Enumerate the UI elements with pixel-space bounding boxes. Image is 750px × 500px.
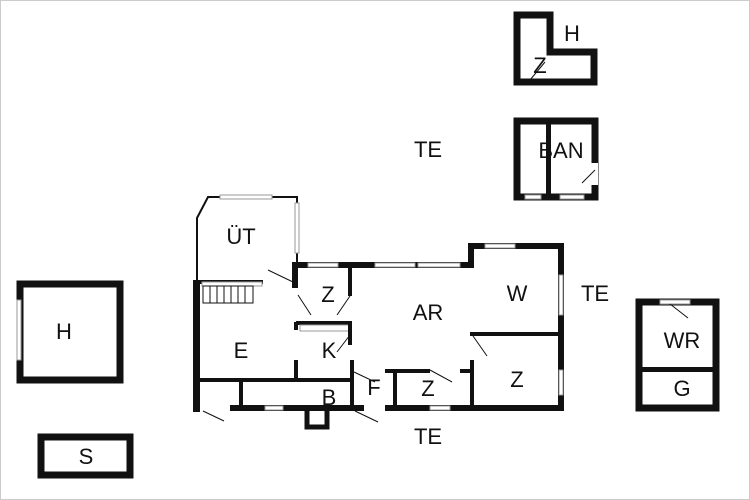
label-ut: ÜT xyxy=(226,224,255,249)
label-z-top: Z xyxy=(533,53,546,78)
label-z-hall: Z xyxy=(321,282,334,307)
stairs xyxy=(202,285,254,304)
label-z-right: Z xyxy=(510,367,523,392)
label-h-top: H xyxy=(564,21,580,46)
building-h-left xyxy=(16,280,124,384)
label-te-top: TE xyxy=(414,137,442,162)
label-ban: BAN xyxy=(538,138,583,163)
label-te-bottom: TE xyxy=(414,424,442,449)
label-s: S xyxy=(79,444,94,469)
label-te-right: TE xyxy=(581,281,609,306)
building-s xyxy=(37,433,134,479)
main-building xyxy=(193,194,564,430)
label-k: K xyxy=(322,338,337,363)
building-ban xyxy=(513,117,599,201)
building-wr-g xyxy=(635,298,720,412)
label-z-small: Z xyxy=(421,376,434,401)
label-g: G xyxy=(673,376,690,401)
label-e: E xyxy=(234,338,249,363)
label-w: W xyxy=(507,281,528,306)
label-ar: AR xyxy=(413,300,444,325)
label-f: F xyxy=(367,375,380,400)
building-h-z xyxy=(513,11,598,86)
label-wr: WR xyxy=(664,328,701,353)
label-h-left: H xyxy=(56,319,72,344)
label-b: B xyxy=(322,385,337,410)
